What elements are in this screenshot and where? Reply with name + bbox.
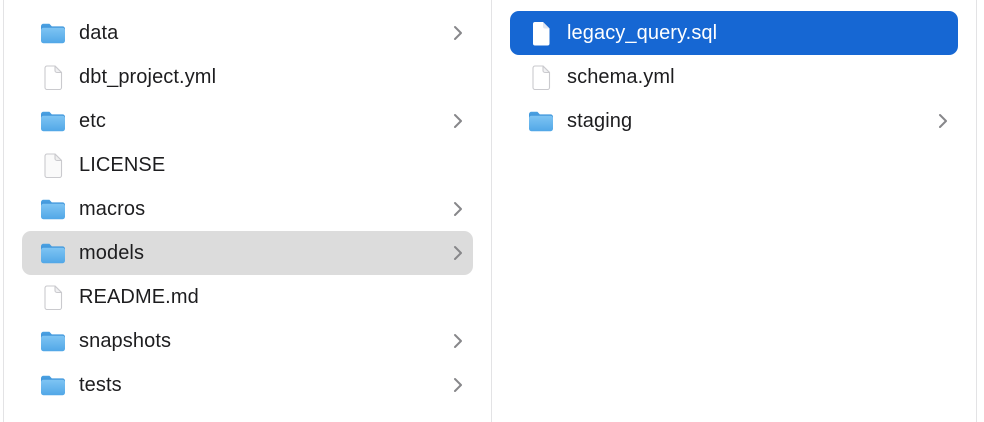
item-tests[interactable]: tests — [22, 363, 473, 407]
column-models-contents: legacy_query.sql schema.yml staging — [492, 0, 976, 422]
file-icon — [40, 284, 66, 310]
item-label: staging — [567, 109, 633, 132]
item-schema-yml[interactable]: schema.yml — [510, 55, 958, 99]
chevron-right-icon — [453, 333, 463, 349]
chevron-right-icon — [453, 377, 463, 393]
next-column-sliver — [977, 0, 984, 422]
item-label: tests — [79, 373, 122, 396]
column-divider — [3, 0, 4, 422]
item-label: README.md — [79, 285, 199, 308]
left-edge-spacer — [0, 0, 3, 422]
item-label: macros — [79, 197, 146, 220]
item-macros[interactable]: macros — [22, 187, 473, 231]
chevron-right-icon — [453, 113, 463, 129]
folder-icon — [528, 111, 554, 132]
item-label: dbt_project.yml — [79, 65, 217, 88]
folder-icon — [40, 199, 66, 220]
folder-icon — [40, 243, 66, 264]
chevron-right-icon — [938, 113, 948, 129]
folder-icon — [40, 375, 66, 396]
file-icon — [40, 64, 66, 90]
file-icon — [528, 64, 554, 90]
file-icon — [40, 152, 66, 178]
item-license[interactable]: LICENSE — [22, 143, 473, 187]
item-legacy-query-sql-selected[interactable]: legacy_query.sql — [510, 11, 958, 55]
item-models-selected[interactable]: models — [22, 231, 473, 275]
item-label: snapshots — [79, 329, 172, 352]
item-staging[interactable]: staging — [510, 99, 958, 143]
item-etc[interactable]: etc — [22, 99, 473, 143]
item-data[interactable]: data — [22, 11, 473, 55]
item-label: LICENSE — [79, 153, 166, 176]
item-dbt-project-yml[interactable]: dbt_project.yml — [22, 55, 473, 99]
chevron-right-icon — [453, 201, 463, 217]
column-parent-folder: data dbt_project.yml etc LICENSE — [4, 0, 491, 422]
chevron-right-icon — [453, 25, 463, 41]
file-icon — [528, 21, 554, 46]
item-label: legacy_query.sql — [567, 21, 718, 44]
item-label: schema.yml — [567, 65, 675, 88]
item-label: data — [79, 21, 119, 44]
item-label: models — [79, 241, 145, 264]
item-readme-md[interactable]: README.md — [22, 275, 473, 319]
folder-icon — [40, 23, 66, 44]
column-divider — [976, 0, 977, 422]
chevron-right-icon — [453, 245, 463, 261]
folder-icon — [40, 111, 66, 132]
item-label: etc — [79, 109, 106, 132]
column-divider — [491, 0, 492, 422]
item-snapshots[interactable]: snapshots — [22, 319, 473, 363]
folder-icon — [40, 331, 66, 352]
